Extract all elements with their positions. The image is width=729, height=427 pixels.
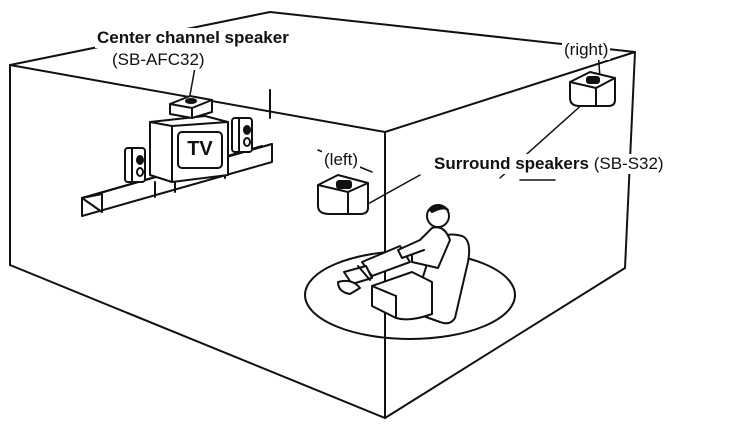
surround-speakers-label: Surround speakers (SB-S32) [432, 154, 666, 174]
surround-speakers-title: Surround speakers [434, 154, 589, 173]
tv-set [149, 115, 229, 183]
surround-left-speaker [317, 174, 369, 215]
surround-speakers-model: (SB-S32) [593, 154, 664, 173]
surround-right-speaker [569, 71, 616, 107]
room-outline [9, 11, 636, 419]
front-left-speaker [124, 147, 146, 183]
center-speaker-title: Center channel speaker [95, 28, 291, 48]
left-label: (left) [322, 150, 360, 170]
center-speaker-model: (SB-AFC32) [110, 50, 207, 70]
right-label: (right) [562, 40, 611, 60]
center-speaker [169, 95, 213, 119]
front-right-speaker [231, 117, 253, 153]
tv-label: TV [187, 138, 213, 160]
listener-in-chair [337, 204, 471, 325]
